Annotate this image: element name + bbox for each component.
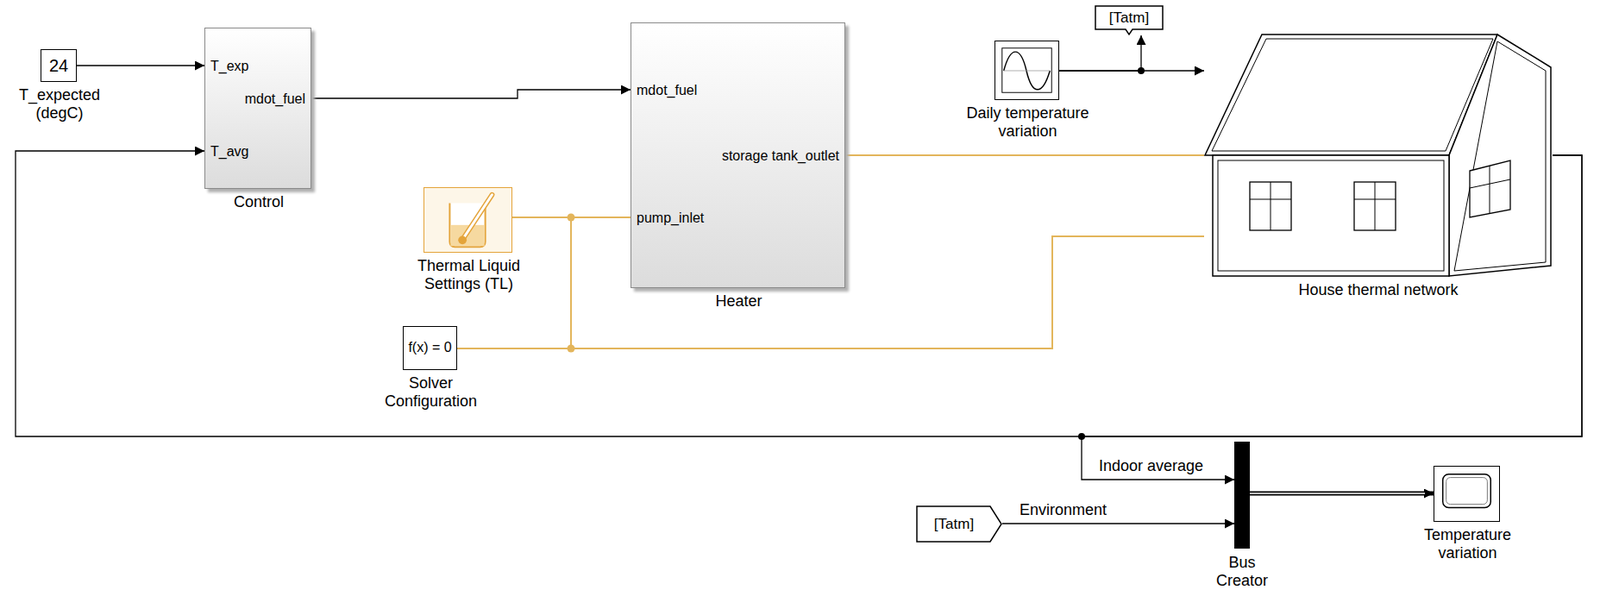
- scope-block-icon: [1434, 466, 1500, 521]
- scope-block: Temperature variation: [1433, 465, 1500, 522]
- port-label: mdot_fuel: [636, 82, 697, 99]
- signal-line: [1002, 523, 1235, 525]
- text-holder: 24: [41, 50, 76, 82]
- port-label: storage tank_outlet: [721, 148, 840, 164]
- block-name: T_expected (degC): [12, 86, 107, 122]
- block-value: [Tatm]: [1109, 9, 1149, 27]
- block-value: f(x) = 0: [407, 339, 452, 356]
- connector-path: [1002, 522, 1235, 524]
- connector-path: [1081, 155, 1582, 480]
- constant-block: 24T_expected (degC): [40, 49, 77, 82]
- house-thermal-network-icon: [1204, 32, 1553, 277]
- heater-subsystem: mdot_fuelstorage tank_outletpump_inletHe…: [630, 22, 846, 289]
- solver-configuration: f(x) = 0Solver Configuration: [402, 326, 458, 371]
- block-name: Heater: [678, 292, 800, 311]
- signal-line: [1059, 35, 1142, 71]
- block-name: House thermal network: [1266, 281, 1491, 300]
- signal-line: [76, 65, 205, 67]
- text-holder: f(x) = 0: [403, 326, 457, 370]
- connector-path: [1059, 69, 1205, 71]
- signal-label: Indoor average: [1097, 457, 1205, 476]
- sine-wave-source-icon: [995, 41, 1059, 100]
- connector-path: [76, 64, 205, 66]
- junction-dot: [567, 213, 576, 222]
- signal-line: [1249, 493, 1434, 495]
- control-subsystem: T_expT_avgmdot_fuelControl: [204, 27, 312, 189]
- from-tag: [Tatm]: [916, 505, 1003, 543]
- junction-dot: [1078, 432, 1086, 440]
- block-name: Daily temperature variation: [946, 104, 1111, 140]
- block-value: [Tatm]: [934, 515, 974, 534]
- signal-line: [311, 89, 631, 99]
- junction-dot: [567, 345, 576, 353]
- block-name: Control: [198, 193, 320, 212]
- sine-wave-source: Daily temperature variation: [994, 40, 1060, 101]
- signal-line: [1081, 155, 1582, 480]
- thermal-liquid-settings: Thermal Liquid Settings (TL): [423, 187, 513, 253]
- goto-tag: [Tatm]: [1094, 5, 1164, 36]
- port-label: T_exp: [210, 58, 249, 75]
- block-value: 24: [49, 56, 69, 76]
- block-name: Temperature variation: [1411, 526, 1525, 562]
- bus-line-core: [1249, 492, 1425, 495]
- port-label: mdot_fuel: [244, 91, 306, 107]
- port-label: T_avg: [210, 144, 249, 160]
- connector-path: [845, 154, 1205, 157]
- physical-connection: [845, 155, 1205, 157]
- junction-dot: [1137, 67, 1145, 75]
- signal-label: Environment: [1017, 501, 1109, 520]
- connector-path: [1059, 35, 1142, 71]
- block-name: Thermal Liquid Settings (TL): [400, 257, 539, 293]
- text-holder: [Tatm]: [1094, 5, 1164, 36]
- connector-path: [1249, 491, 1434, 496]
- bus-creator: Bus Creator: [1234, 441, 1250, 549]
- thermal-liquid-settings-icon: [424, 188, 512, 252]
- port-label: pump_inlet: [636, 210, 704, 226]
- text-holder: [Tatm]: [916, 505, 1003, 543]
- block-name: Solver Configuration: [370, 374, 492, 410]
- connector-path: [311, 89, 631, 99]
- house-thermal-network: House thermal network: [1204, 32, 1553, 277]
- block-name: Bus Creator: [1211, 553, 1273, 590]
- signal-line: [1059, 70, 1205, 72]
